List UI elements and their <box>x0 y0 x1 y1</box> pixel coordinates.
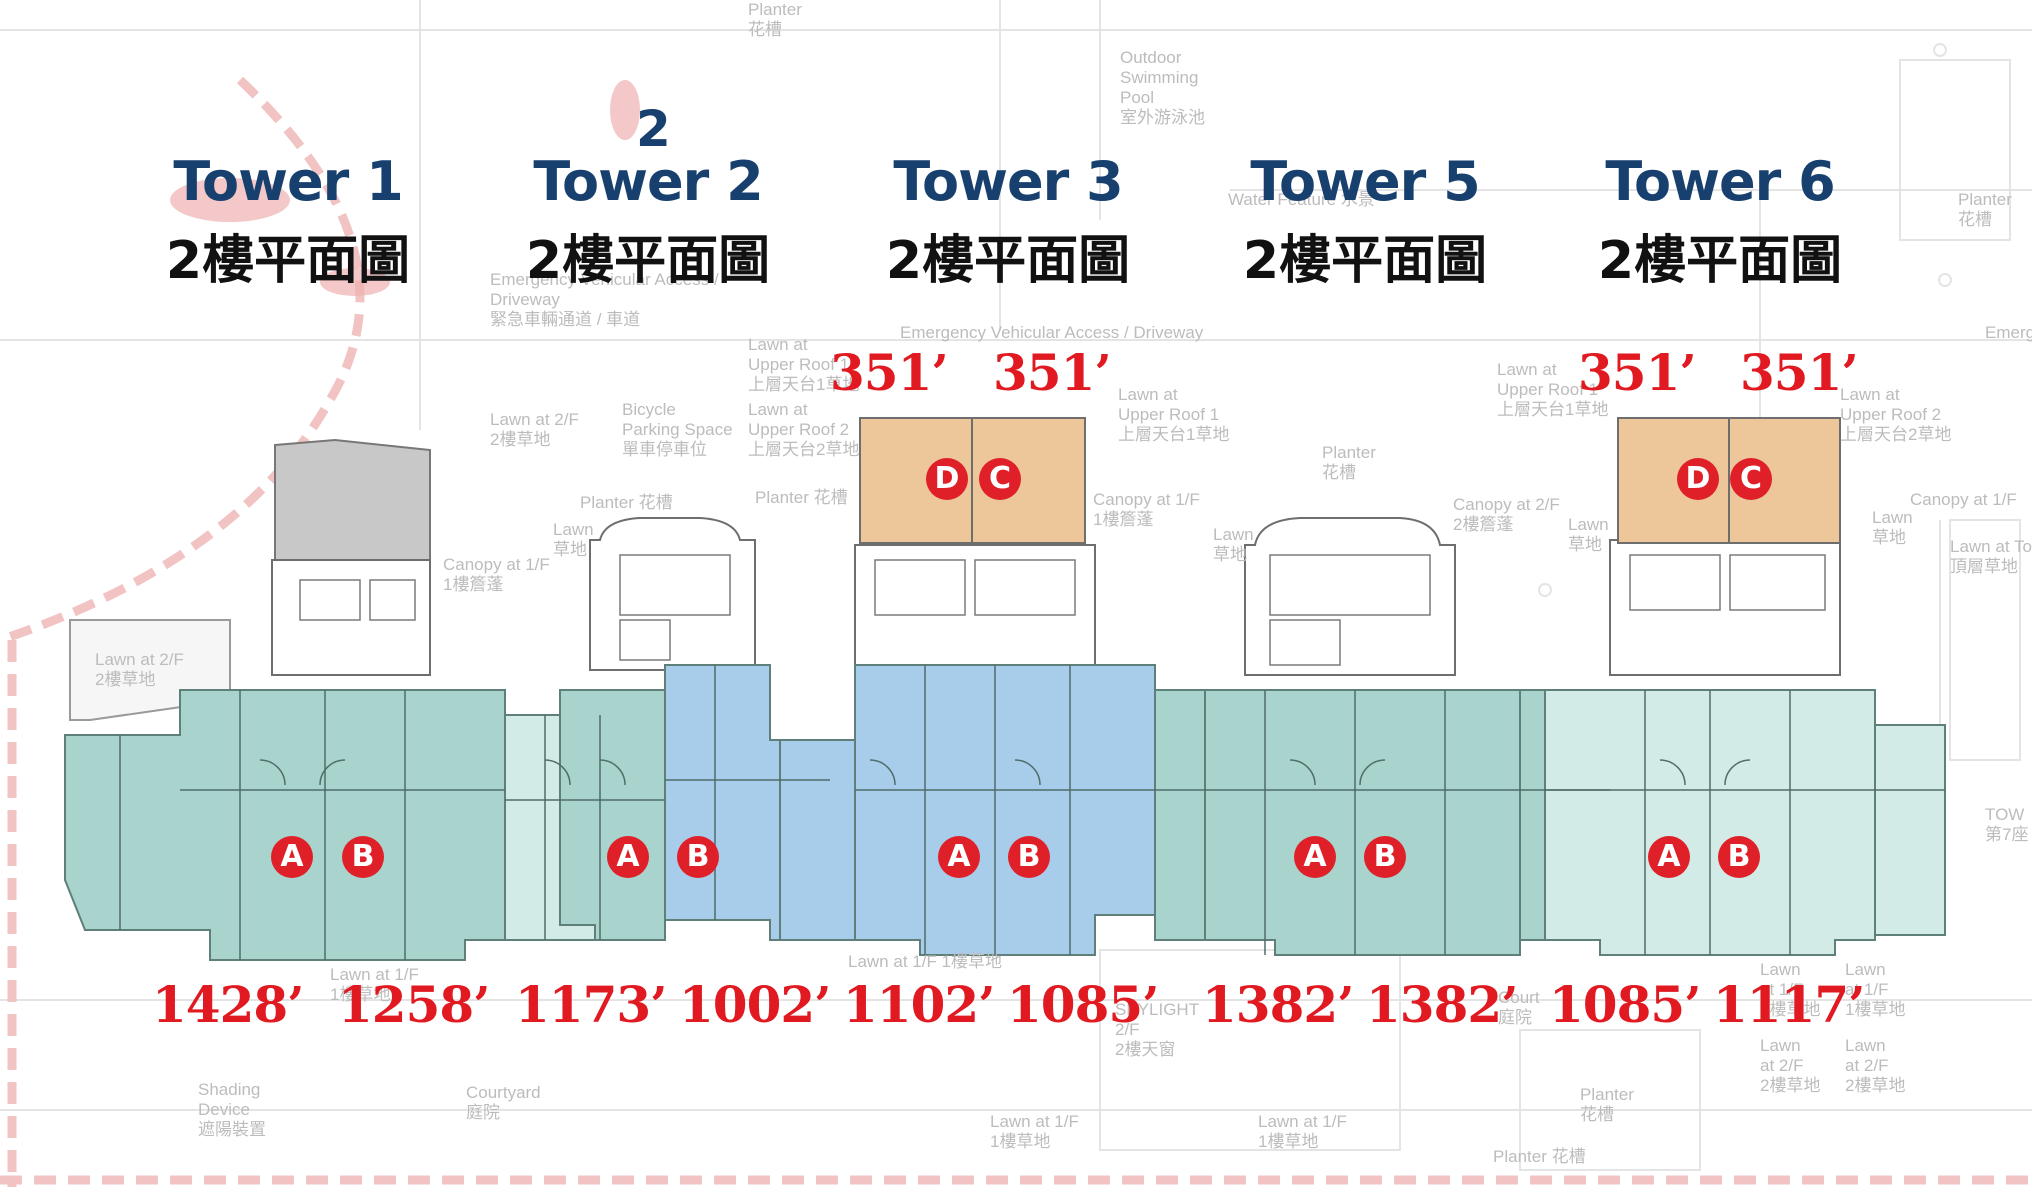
door-swings <box>259 759 1751 786</box>
label-canopy-2: Canopy at 1/F 1樓簷蓬 <box>1093 490 1200 529</box>
tower-3-floor-label: 2樓平面圖 <box>885 231 1131 291</box>
label-emergency-access-right: Emerg <box>1985 323 2032 342</box>
label-planter-mid-2: Planter 花槽 <box>755 488 848 507</box>
tower-2-floor-label: 2樓平面圖 <box>525 231 771 291</box>
label-lawn-c: Lawn 草地 <box>1568 515 1609 554</box>
badge-tower5-unit-a: A <box>1294 836 1336 878</box>
label-canopy-3: Canopy at 2/F 2樓簷蓬 <box>1453 495 1560 534</box>
background-pink-blobs <box>170 80 640 296</box>
label-courtyard-left: Courtyard 庭院 <box>466 1083 541 1122</box>
badge-tower6-unit-c: C <box>1730 458 1772 500</box>
badge-tower6-unit-d: D <box>1677 458 1719 500</box>
label-water-feature: Water Feature 水景 <box>1228 190 1375 209</box>
label-lawn-b: Lawn 草地 <box>1213 525 1254 564</box>
label-lawn-2f-left: Lawn at 2/F 2樓草地 <box>95 650 184 689</box>
label-lawn-upper-roof-1-right: Lawn at Upper Roof 1 上層天台1草地 <box>1497 360 1609 419</box>
label-lawn-a: Lawn 草地 <box>553 520 594 559</box>
label-lawn-br-1: Lawn at 1/F 1樓草地 <box>1760 960 1821 1019</box>
label-lawn-br-2: Lawn at 1/F 1樓草地 <box>1845 960 1906 1019</box>
badge-tower3-unit-c: C <box>979 458 1021 500</box>
badge-tower1-unit-a: A <box>271 836 313 878</box>
label-tower-7: TOW 第7座 <box>1985 805 2029 844</box>
label-canopy-1: Canopy at 1/F 1樓簷蓬 <box>443 555 550 594</box>
badge-tower5-unit-b: B <box>1364 836 1406 878</box>
stray-digit-label: 2 <box>636 100 671 158</box>
area-tower6-unit-c: 351’ <box>1740 343 1859 402</box>
tower-5-floor-label: 2樓平面圖 <box>1242 231 1488 291</box>
label-canopy-4: Canopy at 1/F <box>1910 490 2017 509</box>
label-outdoor-swimming-pool: Outdoor Swimming Pool 室外游泳池 <box>1120 48 1205 127</box>
label-lawn-1f-left: Lawn at 1/F 1樓草地 <box>330 965 419 1004</box>
label-lawn-upper-roof-2-right: Lawn at Upper Roof 2 上層天台2草地 <box>1840 385 1952 444</box>
label-lawn-upper-roof-1-left: Lawn at Upper Roof 1 上層天台1草地 <box>748 335 860 394</box>
label-lawn-1f-bottom-1: Lawn at 1/F 1樓草地 <box>990 1112 1079 1151</box>
label-planter-mid: Planter 花槽 <box>580 493 673 512</box>
label-planter-bottom: Planter 花槽 <box>1493 1147 1586 1166</box>
badge-tower2-unit-a: A <box>607 836 649 878</box>
unit-wall-lines <box>119 665 1945 960</box>
label-emergency-access-mid: Emergency Vehicular Access / Driveway <box>900 323 1204 342</box>
area-tower6-unit-b: 1117’ <box>1713 975 1866 1034</box>
area-tower1-unit-a: 1428’ <box>152 975 305 1034</box>
tower-3-title: Tower 3 <box>893 150 1123 213</box>
label-lawn-1f-mid: Lawn at 1/F 1樓草地 <box>848 952 1003 971</box>
site-boundary-dashed <box>0 76 2032 1187</box>
badge-tower3-unit-d: D <box>926 458 968 500</box>
badge-tower2-unit-b: B <box>677 836 719 878</box>
label-lawn-upper-roof-2-left: Lawn at Upper Roof 2 上層天台2草地 <box>748 400 860 459</box>
tower-2-title: Tower 2 <box>533 150 763 213</box>
area-tower3-unit-c: 351’ <box>993 343 1112 402</box>
label-shading-device: Shading Device 遮陽裝置 <box>198 1080 266 1139</box>
label-lawn-2f: Lawn at 2/F 2樓草地 <box>490 410 579 449</box>
area-tower3-unit-a: 1102’ <box>843 975 996 1034</box>
label-planter-c: Planter 花槽 <box>1322 443 1376 482</box>
badge-tower6-unit-a: A <box>1648 836 1690 878</box>
tower-1-floor-label: 2樓平面圖 <box>165 231 411 291</box>
label-lawn-br-4: Lawn at 2/F 2樓草地 <box>1845 1036 1906 1095</box>
core-detail-lines <box>299 554 1826 666</box>
label-lawn-d: Lawn 草地 <box>1872 508 1913 547</box>
tower1-grey-roof <box>274 438 431 567</box>
label-emergency-access-left: Emergency Vehicular Access / Driveway 緊急… <box>490 270 719 329</box>
area-tower5-unit-a: 1382’ <box>1202 975 1355 1034</box>
area-tower6-unit-a: 1085’ <box>1549 975 1702 1034</box>
label-lawn-1f-bottom-2: Lawn at 1/F 1樓草地 <box>1258 1112 1347 1151</box>
area-tower2-unit-b: 1002’ <box>679 975 832 1034</box>
label-planter-bottom-right: Planter 花槽 <box>1580 1085 1634 1124</box>
label-courtyard-right: Court 庭院 <box>1498 988 1540 1027</box>
area-tower6-unit-d: 351’ <box>1578 343 1697 402</box>
area-tower1-unit-b: 1258’ <box>338 975 491 1034</box>
label-lawn-top-right: Lawn at To 頂層草地 <box>1950 537 2032 576</box>
area-tower5-unit-b: 1382’ <box>1366 975 1519 1034</box>
badge-tower1-unit-b: B <box>342 836 384 878</box>
label-planter-top: Planter 花槽 <box>748 0 802 39</box>
tower-6-floor-label: 2樓平面圖 <box>1597 231 1843 291</box>
label-planter-right: Planter 花槽 <box>1958 190 2012 229</box>
unit-floor-band <box>64 664 1946 961</box>
badge-tower3-unit-b: B <box>1008 836 1050 878</box>
badge-tower3-unit-a: A <box>938 836 980 878</box>
tower-6-title: Tower 6 <box>1605 150 1835 213</box>
badge-tower6-unit-b: B <box>1718 836 1760 878</box>
label-lawn-upper-roof-1-mid: Lawn at Upper Roof 1 上層天台1草地 <box>1118 385 1230 444</box>
label-lawn-br-3: Lawn at 2/F 2樓草地 <box>1760 1036 1821 1095</box>
area-tower3-unit-b: 1085’ <box>1007 975 1160 1034</box>
tower-1-title: Tower 1 <box>173 150 403 213</box>
area-tower2-unit-a: 1173’ <box>515 975 668 1034</box>
label-skylight: SKYLIGHT 2/F 2樓天窗 <box>1115 1000 1200 1059</box>
tower-5-title: Tower 5 <box>1250 150 1480 213</box>
label-bicycle-parking: Bicycle Parking Space 單車停車位 <box>622 400 733 459</box>
area-tower3-unit-d: 351’ <box>830 343 949 402</box>
